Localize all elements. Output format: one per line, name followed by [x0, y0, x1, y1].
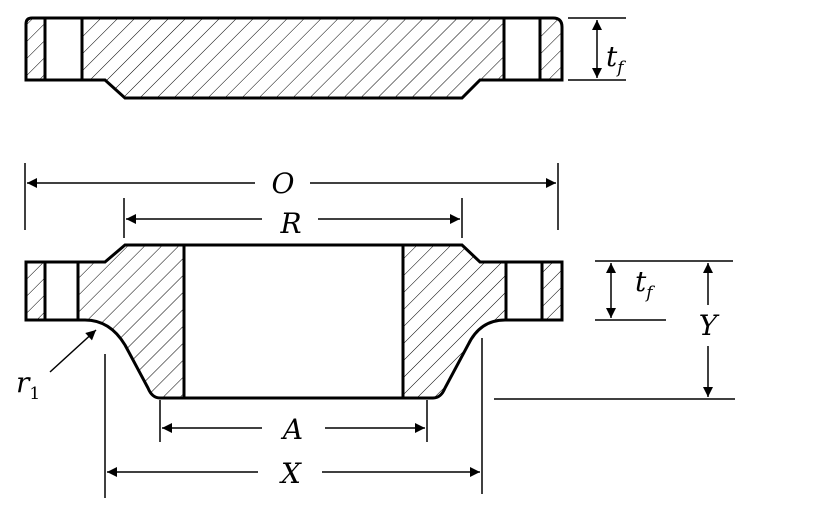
- o-label: O: [272, 167, 295, 200]
- x-dimension: [104, 338, 483, 498]
- tf-top-label: tf: [606, 40, 626, 78]
- hub-bolt-hole-right: [504, 260, 544, 322]
- a-dimension: [159, 400, 428, 442]
- tf-top-dimension: [568, 17, 626, 81]
- r1-label: r1: [16, 366, 40, 404]
- r-dimension: [123, 198, 463, 238]
- tf-mid-label: tf: [635, 265, 655, 303]
- hub-flange-section: [24, 243, 564, 400]
- hub-bolt-hole-left: [43, 260, 80, 322]
- blind-flange-section: [24, 16, 564, 100]
- tf-mid-dimension: [595, 260, 666, 321]
- o-dimension: [24, 163, 559, 230]
- blind-bolt-hole-right: [502, 16, 542, 82]
- blind-flange-body: [24, 16, 564, 100]
- blind-bolt-hole-left: [43, 16, 84, 82]
- a-label: A: [280, 413, 303, 446]
- y-dimension: [494, 260, 735, 400]
- r-label: R: [279, 207, 301, 240]
- y-label: Y: [699, 309, 720, 342]
- x-label: X: [279, 457, 302, 490]
- r1-leader: [49, 329, 97, 373]
